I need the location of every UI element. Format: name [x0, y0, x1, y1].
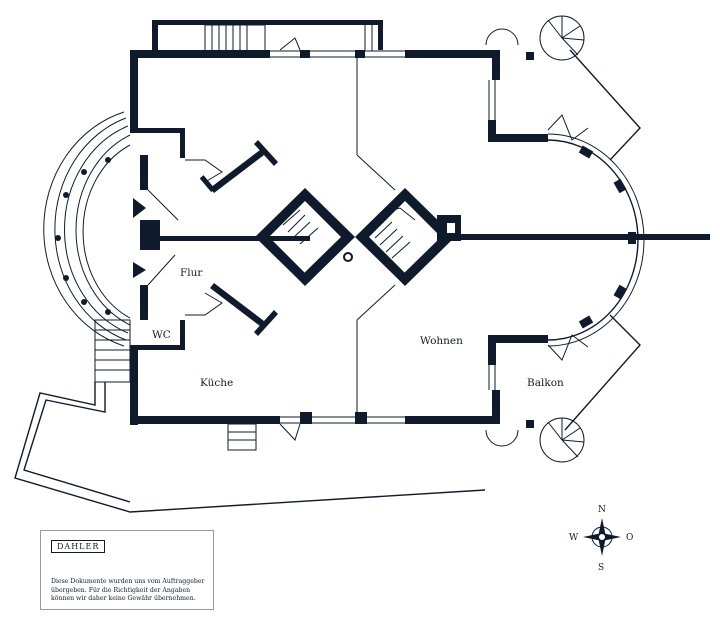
compass-north: N	[598, 505, 606, 515]
small-stairs	[14, 24, 486, 513]
room-labels: Flur WC Küche Wohnen Balkon	[152, 267, 564, 389]
central-stairs	[255, 188, 710, 286]
dahler-logo: DAHLER	[51, 540, 106, 553]
windows	[130, 50, 496, 424]
disclaimer-box: DAHLER Diese Dokumente wurden uns vom Au…	[40, 530, 214, 610]
room-label-kueche: Küche	[200, 377, 233, 389]
compass-south: S	[598, 563, 604, 573]
disclaimer-text: Diese Dokumente wurden uns vom Auftragge…	[51, 578, 205, 602]
flur-walls	[130, 128, 310, 350]
room-label-wc: WC	[152, 329, 171, 341]
room-label-flur: Flur	[180, 267, 203, 279]
room-dividers	[356, 58, 396, 416]
compass-rose: N S W O	[569, 505, 633, 573]
room-label-wohnen: Wohnen	[420, 335, 463, 347]
compass-west: W	[569, 533, 579, 543]
left-rotunda	[43, 111, 131, 347]
right-rotunda	[485, 15, 645, 463]
compass-east: O	[626, 533, 633, 543]
room-label-balkon: Balkon	[527, 377, 564, 389]
outer-walls	[130, 20, 548, 425]
